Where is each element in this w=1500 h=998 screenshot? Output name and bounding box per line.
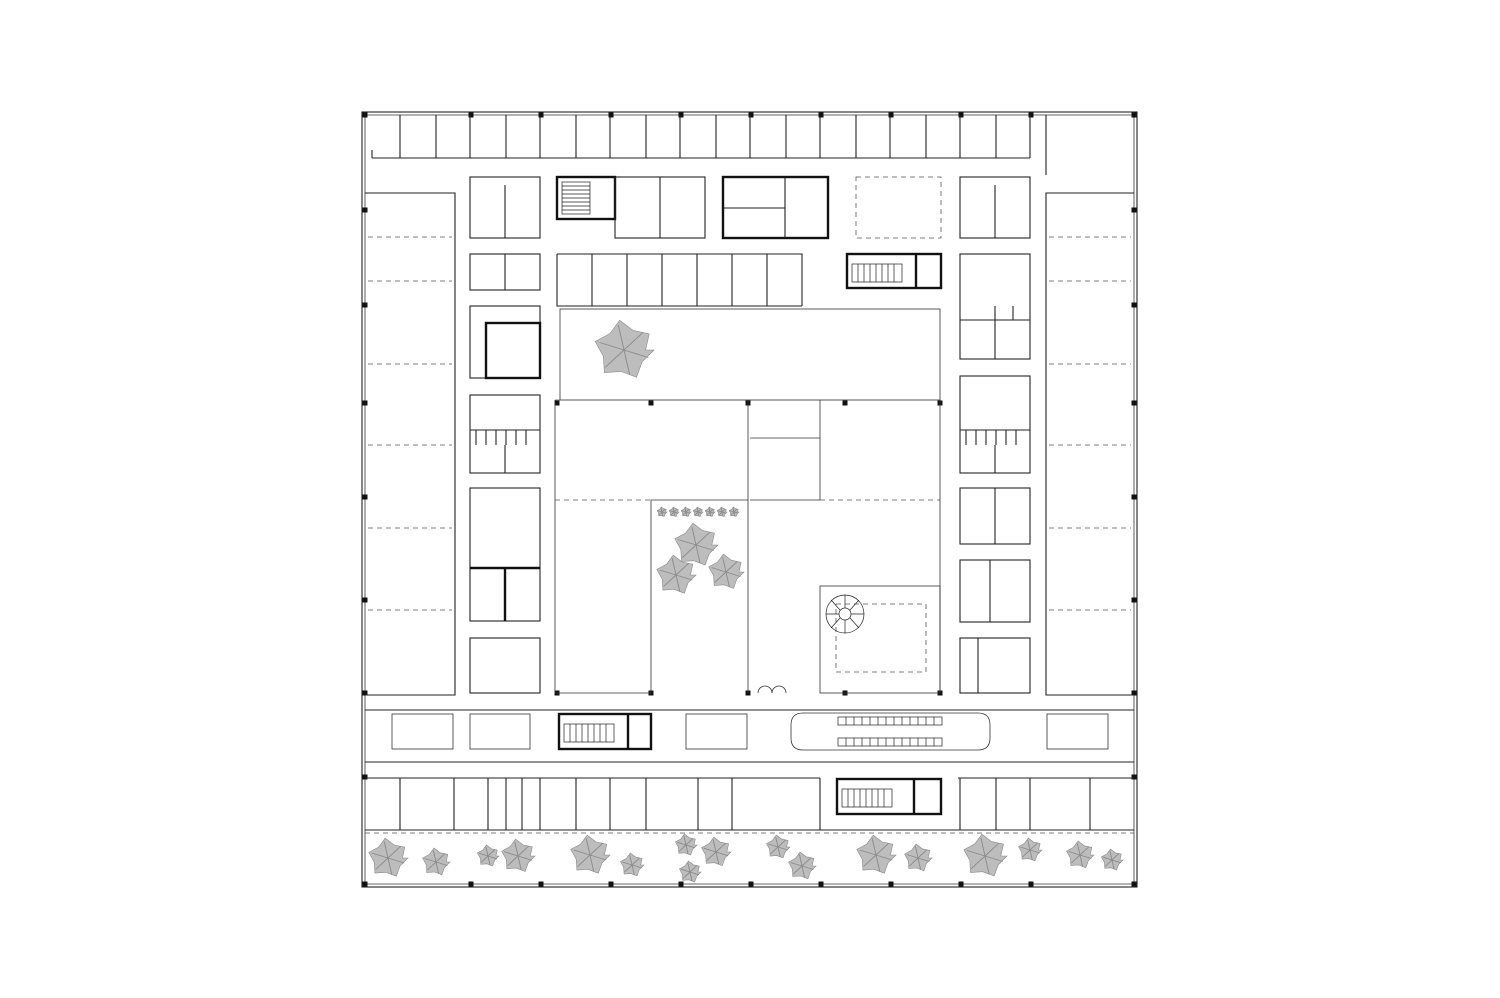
column-icon (468, 881, 474, 887)
escalator-icon (790, 712, 991, 751)
tree-icon (570, 834, 611, 874)
column-icon (1131, 207, 1137, 213)
right-wing (1045, 192, 1134, 696)
column-icon (362, 774, 368, 780)
column-icon (888, 881, 894, 887)
tree-icon (704, 506, 716, 517)
tree-icon (716, 506, 728, 517)
tree-icon (674, 833, 698, 856)
column-icon (678, 881, 684, 887)
column-icon (362, 112, 368, 118)
tree-icon (963, 833, 1008, 877)
tree-icon (692, 506, 704, 517)
column-icon (538, 112, 544, 118)
tree-icon (701, 836, 732, 866)
column-icon (1028, 881, 1034, 887)
building-outline (361, 111, 1138, 888)
top-inner-row (555, 175, 942, 240)
tree-icon (422, 847, 451, 876)
column-icon (1131, 774, 1137, 780)
tree-icon (708, 553, 745, 589)
lower-corridor (365, 709, 1134, 763)
column-icon (1131, 690, 1137, 696)
right-room-column (959, 176, 1031, 694)
tree-icon (476, 844, 500, 867)
column-icon (362, 881, 368, 887)
column-icon (748, 112, 754, 118)
column-icon (362, 207, 368, 213)
column-icon (748, 881, 754, 887)
column-icon (1131, 112, 1137, 118)
tree-icon (904, 843, 933, 872)
tree-icon (594, 319, 655, 378)
tree-icon (1018, 837, 1043, 862)
column-icon (842, 400, 848, 406)
column-icon (362, 494, 368, 500)
column-icon (1028, 112, 1034, 118)
tree-icon (856, 834, 897, 874)
tree-icon (656, 506, 668, 517)
column-icon (362, 302, 368, 308)
column-icon (554, 400, 560, 406)
second-inner-row (556, 252, 943, 307)
stair-icon (561, 181, 591, 215)
tree-icon (656, 554, 697, 594)
column-icon (362, 400, 368, 406)
column-icon (648, 400, 654, 406)
column-icon (608, 112, 614, 118)
tree-icon (1066, 840, 1095, 869)
column-icon (1131, 494, 1137, 500)
stair-icon (841, 788, 893, 808)
left-room-column (469, 176, 542, 694)
landscape-trees (368, 319, 1124, 883)
column-icon (538, 881, 544, 887)
tree-icon (680, 506, 692, 517)
column-icon (818, 881, 824, 887)
tree-icon (368, 837, 409, 877)
tree-icon (501, 838, 536, 872)
column-icon (1131, 400, 1137, 406)
tree-icon (788, 851, 817, 880)
tree-icon (668, 506, 680, 517)
tree-icon (1100, 848, 1124, 871)
column-icon (608, 881, 614, 887)
column-icon (958, 881, 964, 887)
tree-icon (674, 522, 719, 566)
column-icon (1131, 881, 1137, 887)
left-wing (365, 192, 456, 696)
column-icon (468, 112, 474, 118)
tree-icon (620, 852, 645, 877)
column-icon (362, 597, 368, 603)
bottom-office-strip (365, 777, 1134, 834)
column-icon (1131, 597, 1137, 603)
column-icon (362, 690, 368, 696)
tree-icon (728, 506, 740, 517)
column-grid (362, 112, 1137, 887)
tree-icon (766, 834, 791, 859)
spiral-stair-icon (825, 594, 865, 634)
column-icon (818, 112, 824, 118)
column-icon (1131, 302, 1137, 308)
column-icon (958, 112, 964, 118)
central-court (554, 308, 942, 694)
column-icon (888, 112, 894, 118)
top-office-strip (371, 115, 1047, 175)
column-icon (678, 112, 684, 118)
stair-icon (851, 263, 903, 283)
stair-icon (563, 723, 615, 743)
tree-icon (678, 860, 702, 883)
